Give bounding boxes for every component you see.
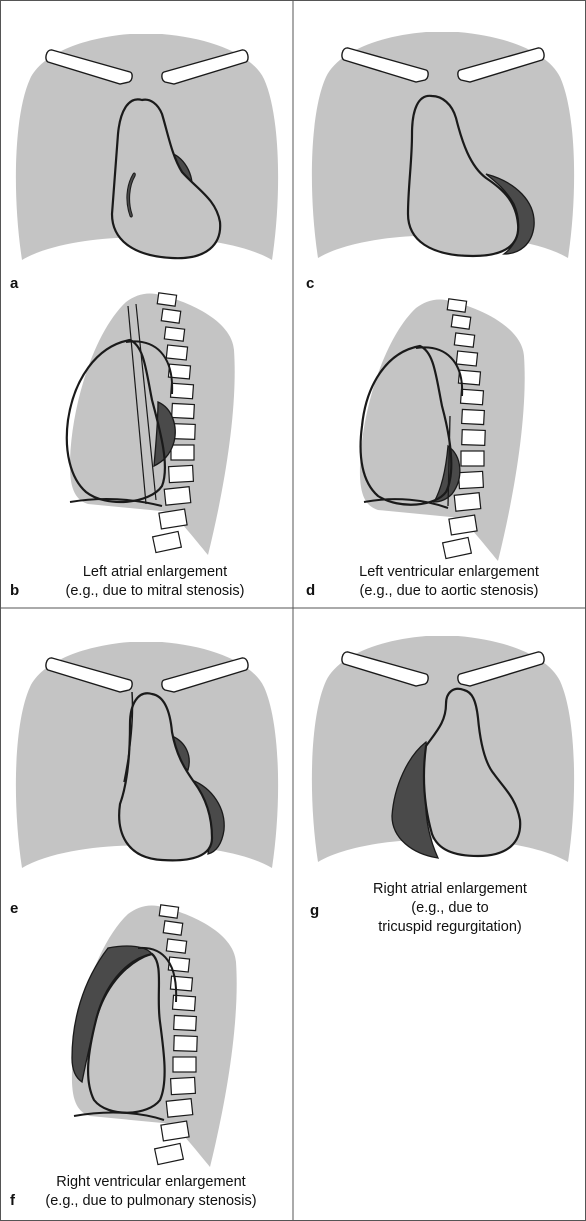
lung-fields [359,299,525,561]
heart-shadow [422,687,522,858]
caption-d-line-1: Left ventricular enlargement [359,564,539,580]
trachea-line [135,303,157,501]
aortic-arch [415,346,464,397]
panel-a-frontal [15,34,279,260]
caption-g-line-3: tricuspid regurgitation) [378,919,522,935]
enlarged-left-ventricle [485,173,535,255]
lung-fields [69,293,235,555]
panel-e-frontal [15,642,279,868]
panel-c-frontal [311,32,575,258]
panel-label-b: b [10,582,20,599]
heart-shadow [65,338,166,504]
aortic-arch [125,340,174,395]
caption-g-line-1: Right atrial enlargement [373,881,527,897]
trachea-line [127,305,147,505]
vertebral-column [151,292,196,554]
caption-b: Left atrial enlargement (e.g., due to mi… [30,563,280,601]
panel-label-f: f [10,1192,15,1209]
panel-f-lateral [71,904,237,1167]
vertebral-column [441,298,486,560]
svc-line [123,691,134,783]
diaphragm-line [363,498,449,509]
heart-shadow [118,692,214,862]
caption-g: Right atrial enlargement (e.g., due to t… [340,880,560,937]
heart-shadow [406,94,520,258]
diaphragm-line [73,1111,165,1121]
caption-d: Left ventricular enlargement (e.g., due … [318,563,580,601]
panel-label-e: e [10,900,19,917]
caption-f: Right ventricular enlargement (e.g., due… [16,1173,286,1211]
double-contour-right [126,172,136,218]
panel-b-lateral [65,292,235,555]
heart-shadow [359,344,453,506]
caption-b-line-2: (e.g., due to mitral stenosis) [65,583,245,599]
panel-label-g: g [310,902,320,919]
panel-label-d: d [306,582,316,599]
caption-d-line-2: (e.g., due to aortic stenosis) [359,583,539,599]
vertebral-column [153,904,198,1166]
panel-d-lateral [359,298,525,561]
caption-g-line-2: (e.g., due to [411,900,489,916]
caption-b-line-1: Left atrial enlargement [82,564,228,580]
panel-g-frontal [311,636,575,862]
caption-f-line-1: Right ventricular enlargement [56,1174,246,1190]
caption-f-line-2: (e.g., due to pulmonary stenosis) [45,1193,257,1209]
panel-label-a: a [10,275,19,292]
lung-fields [71,905,237,1167]
ivc-line [447,415,451,507]
heart-shadow [110,98,222,260]
enlarged-left-ventricle [432,444,461,503]
panel-label-c: c [306,275,315,292]
aortic-arch [137,946,178,1003]
diaphragm-line [69,498,163,507]
